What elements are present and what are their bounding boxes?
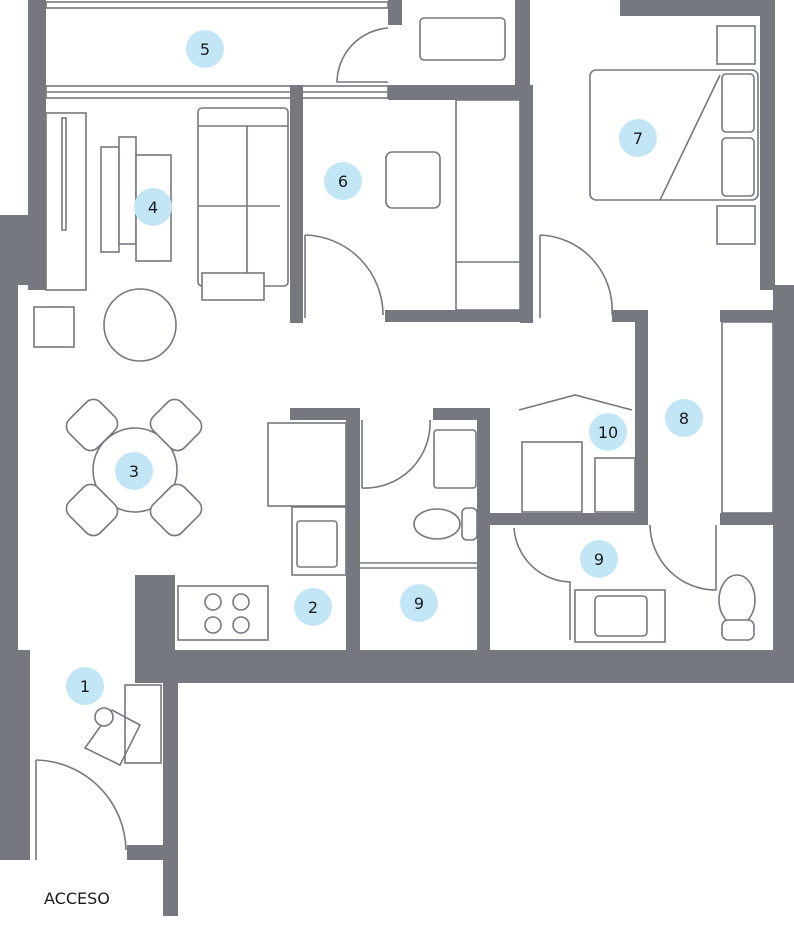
room-badge-6: 6 <box>324 162 362 200</box>
room-badge-1: 1 <box>66 667 104 705</box>
room-badge-9-left: 9 <box>400 584 438 622</box>
room-badge-5: 5 <box>186 30 224 68</box>
room-badge-3: 3 <box>115 452 153 490</box>
room-badge-9-right: 9 <box>580 540 618 578</box>
room-badge-10: 10 <box>589 413 627 451</box>
room-badge-8: 8 <box>665 399 703 437</box>
room-badge-2: 2 <box>294 588 332 626</box>
room-badge-7: 7 <box>619 119 657 157</box>
furniture <box>33 17 774 767</box>
room-badge-4: 4 <box>134 188 172 226</box>
entry-label: ACCESO <box>44 889 110 908</box>
doors <box>35 27 717 860</box>
balcony-railings <box>45 1 389 99</box>
